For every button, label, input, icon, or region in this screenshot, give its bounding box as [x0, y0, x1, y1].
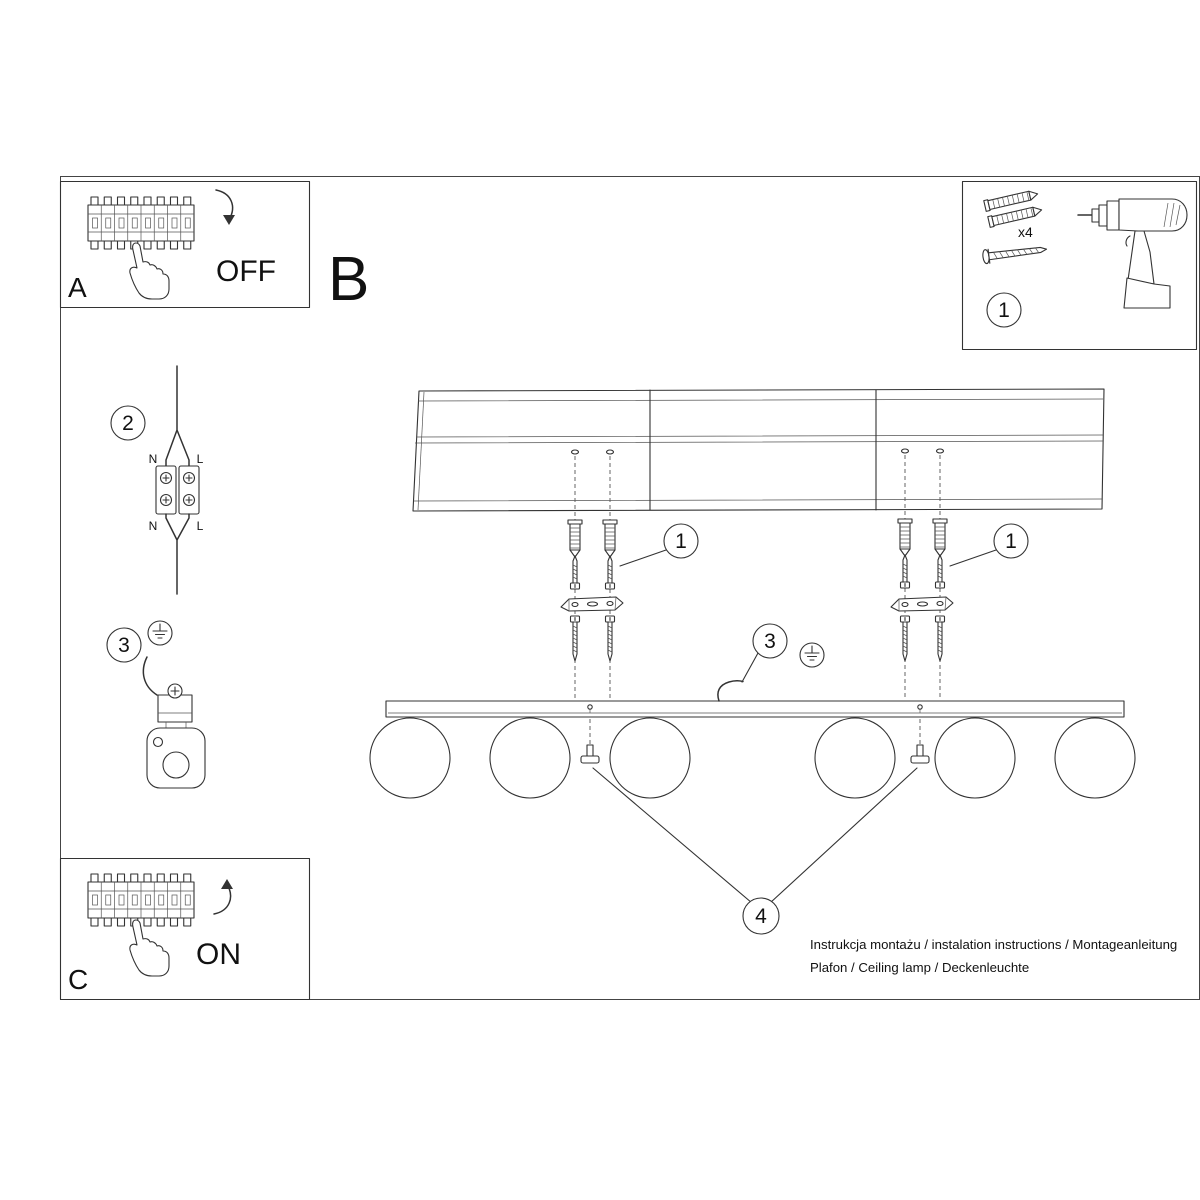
live-label-top: L [197, 452, 204, 466]
leader-line [619, 549, 667, 567]
mounting-bracket [560, 596, 624, 612]
callout-circle-3 [106, 627, 142, 663]
drill-hole [900, 448, 910, 454]
mounting-bracket [890, 596, 954, 612]
callout-circle-3 [752, 623, 788, 659]
screw-icon [934, 554, 946, 589]
ground-symbol-icon [799, 642, 825, 668]
glass-globe [1054, 717, 1136, 799]
glass-globe [814, 717, 896, 799]
callout-circle-4 [742, 897, 780, 935]
drill-hole [605, 449, 615, 455]
lamp-bar [385, 700, 1125, 718]
callout-4-number: 4 [755, 905, 767, 928]
leader-line [741, 652, 759, 683]
panel-a-power-off: OFF A [59, 180, 311, 309]
neutral-label-top: N [149, 452, 158, 466]
wall-plug-icon [897, 518, 913, 557]
glass-globe [934, 717, 1016, 799]
panel-c-label: C [68, 964, 88, 995]
glass-globe [489, 717, 571, 799]
wall-plug-icon [932, 518, 948, 557]
lamp-wires [165, 513, 190, 595]
callout-2-number: 2 [122, 412, 134, 435]
supply-wires [165, 365, 190, 467]
plug-count-label: x4 [1018, 224, 1033, 240]
ground-terminal-icon [157, 683, 193, 723]
callout-circle-1 [993, 523, 1029, 559]
callout-1-number: 1 [1005, 530, 1017, 553]
screw-icon [604, 615, 616, 662]
glass-globe [609, 717, 691, 799]
leader-line [592, 767, 753, 904]
panel-c-power-on: ON C [59, 857, 311, 1001]
step3-grounding: 3 [106, 620, 206, 789]
cover-cap-icon [580, 744, 600, 764]
live-label-bottom: L [197, 519, 204, 533]
drill-icon [1077, 198, 1188, 309]
callout-circle-2 [110, 405, 146, 441]
footer-line2: Plafon / Ceiling lamp / Deckenleuchte [810, 960, 1029, 975]
mains-wire [717, 680, 744, 702]
ground-wire [142, 656, 158, 696]
leader-line [949, 549, 997, 567]
neutral-label-bottom: N [149, 519, 158, 533]
screw-icon [569, 555, 581, 590]
callout-circle-1 [986, 292, 1022, 328]
drill-hole [935, 448, 945, 454]
breaker-panel-icon [87, 873, 195, 927]
glass-globe [369, 717, 451, 799]
screw-icon [899, 615, 911, 662]
callout-3-number: 3 [764, 630, 776, 653]
step2-wiring: 2 N L N L [110, 365, 204, 595]
power-on-label: ON [196, 938, 241, 971]
callout-1-number: 1 [998, 299, 1010, 322]
leader-line [769, 767, 918, 904]
wall-plug-icon [602, 519, 618, 558]
breaker-panel-icon [87, 196, 195, 250]
callout-3-number: 3 [118, 634, 130, 657]
footer-line1: Instrukcja montażu / instalation instruc… [810, 937, 1177, 952]
terminal-block-icon [155, 465, 200, 515]
main-diagram: 1 1 [369, 388, 1136, 935]
callout-circle-1 [663, 523, 699, 559]
parts-box: x4 1 [961, 180, 1198, 351]
callout-1-number: 1 [675, 530, 687, 553]
ground-symbol-icon [147, 620, 173, 646]
ceiling-lamp [369, 680, 1136, 799]
power-off-label: OFF [216, 255, 276, 288]
screw-icon [899, 554, 911, 589]
panel-a-label: A [68, 272, 87, 303]
drill-hole [570, 449, 580, 455]
screw-icon [569, 615, 581, 662]
screw-icon [934, 615, 946, 662]
wall-plug-icon [567, 519, 583, 558]
footer: Instrukcja montażu / instalation instruc… [810, 937, 1177, 975]
cover-cap-icon [910, 744, 930, 764]
mounting-clamp-icon [146, 722, 206, 789]
screw-icon [604, 555, 616, 590]
section-b-label: B [328, 245, 369, 314]
ceiling-panel [412, 388, 1105, 512]
